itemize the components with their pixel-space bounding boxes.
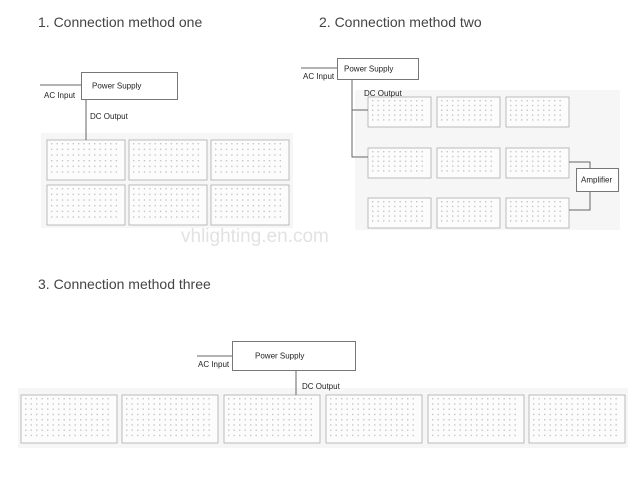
watermark: vhlighting.en.com	[181, 226, 329, 247]
power-supply-label: Power Supply	[344, 64, 394, 74]
led-module-m2-2-1	[436, 197, 501, 229]
power-supply-label: Power Supply	[255, 351, 305, 361]
led-module-m3-3	[325, 394, 423, 444]
dc-output-label-one: DC Output	[90, 112, 128, 121]
amplifier-box: Amplifier	[576, 168, 619, 192]
method-two-title: 2. Connection method two	[319, 14, 482, 30]
method-one-title: 1. Connection method one	[38, 14, 203, 30]
led-module-m2-1-2	[505, 147, 570, 179]
led-module-m2-0-1	[436, 96, 501, 128]
ac-input-label-two: AC Input	[303, 72, 335, 81]
led-module-m3-5	[528, 394, 626, 444]
ac-input-label-three: AC Input	[198, 360, 230, 369]
led-module-m3-4	[427, 394, 525, 444]
led-module-m1-0-1	[128, 139, 208, 181]
led-module-m1-0-0	[46, 139, 126, 181]
method-three-title: 3. Connection method three	[38, 276, 211, 292]
ac-input-label-one: AC Input	[44, 91, 76, 100]
power-supply-box-one: Power Supply	[81, 72, 178, 100]
dc-output-label-two: DC Output	[364, 89, 402, 98]
amplifier-label: Amplifier	[581, 175, 613, 185]
led-module-m3-2	[223, 394, 321, 444]
led-module-m1-1-1	[128, 184, 208, 226]
power-supply-label: Power Supply	[92, 81, 142, 91]
led-module-m3-1	[121, 394, 219, 444]
led-module-m2-0-0	[367, 96, 432, 128]
led-module-m3-0	[20, 394, 118, 444]
power-supply-box-two: Power Supply	[337, 58, 419, 80]
led-module-m2-2-2	[505, 197, 570, 229]
dc-output-label-three: DC Output	[302, 382, 340, 391]
led-module-m1-1-2	[210, 184, 290, 226]
led-module-m2-2-0	[367, 197, 432, 229]
led-module-m1-0-2	[210, 139, 290, 181]
method-three-panel	[18, 388, 628, 448]
led-module-m2-1-1	[436, 147, 501, 179]
led-module-m2-1-0	[367, 147, 432, 179]
led-module-m1-1-0	[46, 184, 126, 226]
power-supply-box-three: Power Supply	[232, 341, 356, 371]
led-module-m2-0-2	[505, 96, 570, 128]
